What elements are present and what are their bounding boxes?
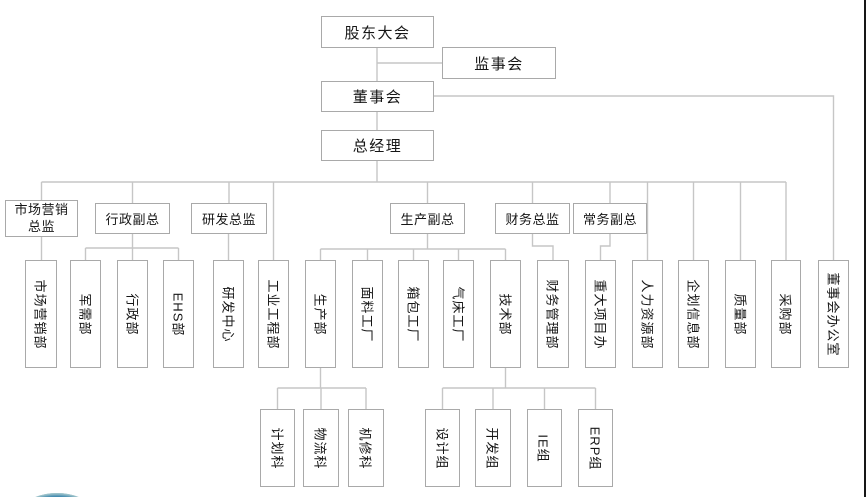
node-label: 设计组: [434, 426, 450, 470]
logo-watermark-arc: [0, 493, 117, 497]
node-purchasing-dept: 采购部: [771, 260, 801, 368]
node-label: 企划信息部: [685, 278, 701, 350]
node-label: 财务总监: [505, 212, 560, 227]
node-label: 研发总监: [201, 212, 256, 227]
node-planning-info-dept: 企划信息部: [678, 260, 709, 368]
node-fabric-factory: 面料工厂: [352, 260, 383, 368]
node-label: 监事会: [474, 55, 524, 73]
node-label: 股东大会: [344, 24, 411, 42]
node-label: 董事会办公室: [825, 271, 841, 357]
node-production-dept: 生产部: [305, 260, 336, 368]
node-luggage-factory: 箱包工厂: [398, 260, 429, 368]
node-airbed-factory: 气床工厂: [443, 260, 474, 368]
screenshot-right-border: [863, 0, 866, 497]
node-label: 物流科: [312, 426, 328, 470]
node-label: 市场营销总监: [14, 201, 69, 234]
node-label: 机修科: [357, 426, 373, 470]
node-label: 董事会: [352, 89, 403, 106]
node-development-group: 开发组: [475, 409, 511, 487]
node-label: 采购部: [777, 292, 793, 336]
edge-drops-executives: [40, 182, 611, 203]
node-supervisory-board: 监事会: [442, 47, 556, 79]
node-board-office: 董事会办公室: [818, 260, 849, 368]
node-production-vp: 生产副总: [390, 203, 465, 234]
node-label: 常务副总: [582, 212, 637, 227]
node-marketing-director: 市场营销总监: [5, 200, 78, 237]
node-label: 重大项目办: [592, 278, 608, 350]
node-label: 技术部: [497, 292, 513, 336]
node-label: 行政副总: [105, 212, 160, 227]
node-erp-group: ERP组: [578, 409, 613, 487]
node-machine-repair-section: 机修科: [348, 409, 384, 487]
edge-board-boardoffice: [434, 95, 835, 260]
node-label: ERP组: [587, 426, 603, 470]
edge-technologydept-groups: [441, 368, 597, 409]
node-marketing-dept: 市场营销部: [25, 260, 57, 368]
node-label: IE组: [535, 433, 551, 463]
node-admin-dept: 行政部: [117, 260, 148, 368]
node-label: 计划科: [269, 426, 285, 470]
node-label: 市场营销部: [32, 278, 48, 350]
node-design-group: 设计组: [425, 409, 460, 487]
node-label: 总经理: [352, 138, 403, 155]
node-ie-group: IE组: [527, 409, 562, 487]
node-label: 质量部: [732, 292, 748, 336]
node-shareholders-meeting: 股东大会: [321, 16, 434, 48]
node-label: 开发组: [484, 426, 500, 470]
node-label: 人力资源部: [639, 278, 655, 350]
node-finance-director: 财务总监: [495, 203, 570, 234]
node-label: 生产副总: [400, 212, 455, 227]
node-label: 箱包工厂: [405, 285, 421, 343]
node-major-projects-office: 重大项目办: [585, 260, 616, 368]
node-military-supply-dept: 军需部: [70, 260, 101, 368]
node-label: 研发中心: [220, 285, 236, 343]
node-label: 行政部: [124, 292, 140, 336]
node-rd-center: 研发中心: [213, 260, 244, 368]
node-label: 财务管理部: [544, 278, 560, 350]
node-admin-vp: 行政副总: [95, 203, 170, 234]
node-logistics-section: 物流科: [303, 409, 339, 487]
node-board-of-directors: 董事会: [321, 81, 434, 112]
edge-productionvp-children: [319, 234, 507, 260]
edge-financedir-dept: [531, 234, 554, 260]
node-rd-director: 研发总监: [191, 203, 267, 234]
edge-shareholders-board: [376, 48, 442, 81]
node-general-manager: 总经理: [321, 130, 434, 161]
node-label: 生产部: [312, 292, 328, 336]
node-finance-management-dept: 财务管理部: [537, 260, 569, 368]
node-ehs-dept: EHS部: [163, 260, 194, 368]
node-planning-section: 计划科: [260, 409, 295, 487]
node-industrial-engineering-dept: 工业工程部: [258, 260, 289, 368]
node-label: 面料工厂: [359, 285, 375, 343]
node-label: 气床工厂: [450, 285, 466, 343]
node-quality-dept: 质量部: [725, 260, 756, 368]
node-executive-vp: 常务副总: [573, 203, 647, 234]
node-label: 工业工程部: [265, 278, 281, 350]
node-label: 军需部: [77, 292, 93, 336]
node-label: EHS部: [170, 292, 186, 336]
node-technology-dept: 技术部: [490, 260, 521, 368]
edge-productiondept-sections: [276, 368, 367, 409]
edge-drops-direct-depts: [272, 182, 787, 260]
node-hr-dept: 人力资源部: [632, 260, 663, 368]
edge-adminvp-children: [84, 234, 180, 260]
edge-executivevp-office: [599, 234, 611, 260]
